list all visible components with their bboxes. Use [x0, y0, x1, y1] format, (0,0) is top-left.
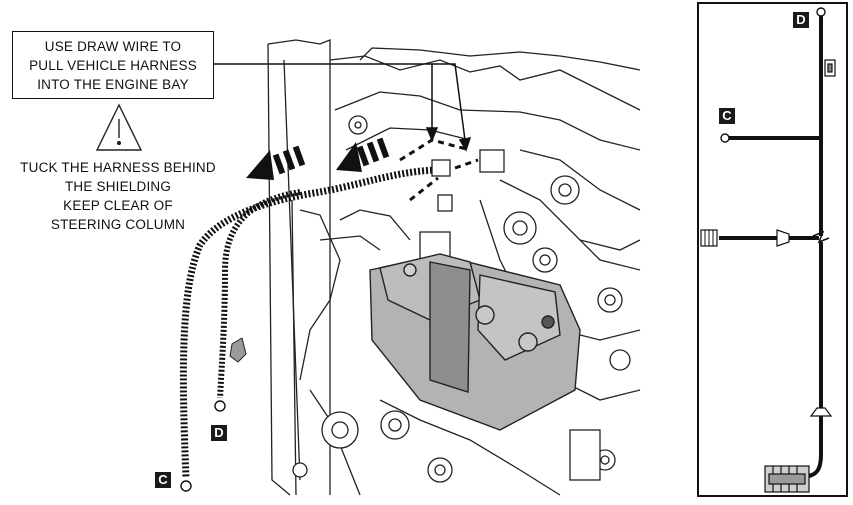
warning-line-2: THE SHIELDING	[64, 179, 172, 194]
grommet	[809, 407, 833, 417]
warning-line-1: TUCK THE HARNESS BEHIND	[20, 160, 216, 175]
callout-line-2: PULL VEHICLE HARNESS	[29, 57, 197, 73]
battery	[369, 253, 581, 431]
harness-c	[179, 166, 441, 492]
break-symbol	[812, 230, 830, 244]
harness-detail-drawing	[700, 7, 836, 493]
warning-text: TUCK THE HARNESS BEHIND THE SHIELDING KE…	[0, 158, 236, 234]
harness-detail-panel: D C	[697, 2, 848, 497]
callout-line-3: INTO THE ENGINE BAY	[37, 76, 189, 92]
harness-d	[214, 189, 301, 412]
detail-label-d: D	[793, 12, 809, 28]
detail-label-c: C	[719, 108, 735, 124]
engine-label-d: D	[211, 425, 227, 441]
warning-triangle-icon	[95, 103, 143, 151]
callout-box: USE DRAW WIRE TO PULL VEHICLE HARNESS IN…	[12, 31, 214, 99]
warning-line-3: KEEP CLEAR OF	[63, 198, 173, 213]
inline-connector	[824, 59, 836, 77]
callout-leaders	[214, 63, 472, 152]
engine-label-c: C	[155, 472, 171, 488]
warning-line-4: STEERING COLUMN	[50, 217, 186, 232]
plug-branch	[700, 229, 819, 247]
engine-components	[292, 115, 631, 483]
firewall-connector	[431, 159, 453, 212]
callout-line-1: USE DRAW WIRE TO	[44, 38, 182, 54]
dashed-arrow-icon	[246, 137, 390, 180]
bottom-connector	[764, 465, 810, 493]
